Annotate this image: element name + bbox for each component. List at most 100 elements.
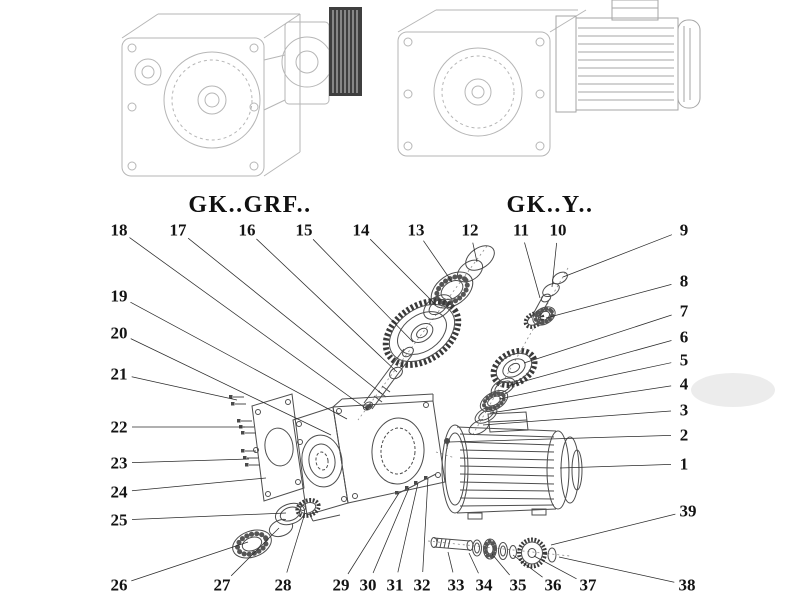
leader-line-20 [130, 338, 332, 436]
part-motor [441, 411, 583, 520]
leader-line-10 [551, 242, 558, 288]
leader-line-6 [506, 340, 672, 387]
leader-line-31 [397, 482, 419, 573]
leader-line-33 [447, 551, 454, 573]
callout-25: 25 [111, 511, 128, 530]
leader-line-25 [131, 512, 287, 520]
watermark-smudge [691, 373, 775, 407]
callout-39: 39 [680, 502, 697, 521]
leader-line-26 [131, 541, 249, 582]
part-ring-10 [542, 282, 560, 298]
callout-14: 14 [353, 221, 371, 240]
callout-15: 15 [296, 221, 313, 240]
callout-12: 12 [462, 221, 479, 240]
leader-line-12 [472, 242, 478, 263]
callout-32: 32 [414, 576, 431, 595]
part-output-gear [517, 537, 547, 569]
callout-23: 23 [111, 454, 128, 473]
callout-19: 19 [111, 287, 128, 306]
leader-line-38 [558, 556, 675, 583]
leader-line-21 [131, 376, 238, 401]
part-washer-34 [472, 539, 482, 557]
leader-line-3 [482, 410, 672, 426]
part-retaining-rings-top [456, 245, 495, 283]
part-pinion-bearing [532, 306, 556, 326]
leader-line-5 [498, 362, 672, 400]
part-flange-bolts-21 [229, 395, 246, 406]
callout-26: 26 [111, 576, 128, 595]
leader-line-28 [286, 512, 306, 573]
callout-29: 29 [333, 576, 350, 595]
part-output-shaft [430, 537, 474, 551]
callout-3: 3 [680, 401, 689, 420]
part-second-gear [490, 347, 538, 389]
callout-16: 16 [239, 221, 256, 240]
variant-title-y: GK..Y.. [507, 192, 594, 218]
finned-input-adapter [329, 7, 362, 96]
callout-9: 9 [680, 221, 689, 240]
callout-27: 27 [214, 576, 232, 595]
callout-13: 13 [408, 221, 425, 240]
callout-24: 24 [111, 483, 129, 502]
callout-35: 35 [510, 576, 527, 595]
callout-5: 5 [680, 351, 689, 370]
leader-line-11 [524, 242, 541, 299]
leader-line-13 [423, 240, 453, 283]
callout-37: 37 [580, 576, 598, 595]
leader-line-16 [256, 238, 398, 373]
leader-line-30 [372, 487, 410, 574]
part-oil-seal [274, 502, 306, 526]
callout-10: 10 [550, 221, 567, 240]
leader-line-14 [369, 238, 437, 306]
part-end-washer-38 [547, 547, 557, 563]
leader-line-19 [130, 301, 348, 420]
callout-30: 30 [360, 576, 377, 595]
part-housing [292, 393, 446, 522]
motor-mount-axis [435, 451, 456, 459]
leader-line-24 [131, 477, 267, 492]
part-ring-36 [498, 542, 508, 560]
callout-4: 4 [680, 375, 689, 394]
part-circlip-9 [552, 271, 568, 285]
leader-line-7 [523, 314, 672, 364]
part-mounting-flange [251, 393, 305, 502]
part-bearing-35 [483, 538, 497, 560]
callout-layer: 1234567891011121314151617181920212223242… [111, 221, 697, 595]
callout-18: 18 [111, 221, 128, 240]
callout-17: 17 [170, 221, 188, 240]
callout-21: 21 [111, 365, 128, 384]
callout-6: 6 [680, 328, 689, 347]
exploded-view [229, 245, 583, 569]
leader-line-18 [129, 237, 369, 411]
part-bearing-5 [479, 389, 509, 413]
part-large-gear [382, 298, 462, 368]
callout-31: 31 [387, 576, 404, 595]
callout-20: 20 [111, 324, 128, 343]
part-flange-bolts-23 [241, 449, 260, 467]
gearbox-grf-drawing [121, 7, 362, 177]
leader-line-32 [422, 477, 429, 573]
part-snap-ring-27 [268, 518, 294, 538]
leader-line-29 [347, 492, 400, 575]
input-axis-line [357, 245, 488, 421]
leader-line-34 [468, 552, 479, 574]
leader-line-37 [533, 555, 577, 580]
leader-line-2 [448, 435, 672, 443]
part-spacer-37 [509, 545, 517, 559]
callout-38: 38 [679, 576, 696, 595]
leader-line-8 [545, 284, 672, 319]
leader-line-39 [550, 513, 676, 546]
leader-line-9 [562, 234, 673, 278]
callout-11: 11 [513, 221, 529, 240]
callout-28: 28 [275, 576, 292, 595]
leader-line-15 [312, 239, 414, 343]
variant-title-grf: GK..GRF.. [188, 192, 311, 218]
leader-line-4 [489, 385, 672, 414]
leader-line-36 [512, 554, 543, 578]
leader-line-17 [187, 237, 383, 395]
callout-2: 2 [680, 426, 689, 445]
callout-1: 1 [680, 455, 689, 474]
part-output-bearing [232, 529, 272, 559]
